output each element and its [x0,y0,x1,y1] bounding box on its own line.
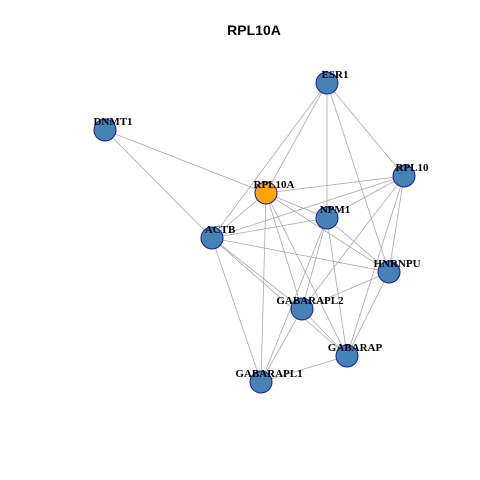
node-label-actb: ACTB [205,224,236,236]
edge-hnrnpu-gabarap [346,271,390,357]
edge-rpl10-actb [211,175,405,239]
edge-actb-gabarapl2 [211,237,303,310]
node-actb: ACTB [200,224,236,250]
node-esr1: ESR1 [315,69,349,95]
edge-rpl10a-gabarapl1 [260,192,267,383]
edge-rpl10a-actb [211,192,267,239]
node-rpl10: RPL10 [392,162,430,188]
node-circle-hnrnpu [377,260,401,284]
node-label-rpl10a: RPL10A [254,179,295,191]
node-rpl10a: RPL10A [254,179,295,205]
node-circle-actb [200,226,224,250]
edge-actb-gabarapl1 [211,237,262,383]
node-label-rpl10: RPL10 [396,162,430,174]
node-hnrnpu: HNRNPU [373,258,421,284]
edge-rpl10a-gabarapl2 [265,192,303,310]
node-circle-npm1 [315,206,339,230]
edge-actb-gabarap [211,237,348,357]
edge-rpl10-npm1 [326,175,405,219]
edge-dnmt1-rpl10a [104,129,267,194]
edge-esr1-rpl10a [265,82,328,194]
edge-hnrnpu-gabarapl2 [301,271,390,310]
edge-esr1-rpl10 [326,82,405,177]
node-gabarap: GABARAP [328,342,383,368]
edge-gabarapl2-gabarapl1 [260,308,303,383]
node-circle-rpl10a [254,181,278,205]
edge-esr1-hnrnpu [326,82,390,273]
node-circle-gabarapl2 [290,297,314,321]
edge-rpl10a-rpl10 [265,175,405,194]
edge-npm1-gabarap [326,217,348,357]
edge-rpl10-gabarap [346,175,405,357]
node-label-npm1: NPM1 [320,204,351,216]
edge-rpl10a-hnrnpu [265,192,390,273]
edge-npm1-gabarapl1 [260,217,328,383]
edge-actb-hnrnpu [211,237,390,273]
node-circle-gabarapl1 [249,370,273,394]
node-label-dnmt1: DNMT1 [93,116,132,128]
edge-layer [104,82,405,383]
node-dnmt1: DNMT1 [93,116,133,142]
diagram-title: RPL10A [227,22,281,38]
node-label-esr1: ESR1 [322,69,349,81]
node-circle-rpl10 [392,164,416,188]
node-circle-dnmt1 [93,118,117,142]
node-label-gabarapl1: GABARAPL1 [235,368,302,380]
edge-esr1-actb [211,82,328,239]
edge-rpl10-hnrnpu [388,175,405,273]
edge-npm1-gabarapl2 [301,217,328,310]
edge-npm1-actb [211,217,328,239]
node-gabarapl2: GABARAPL2 [276,295,344,321]
edge-rpl10-gabarapl2 [301,175,405,310]
node-label-hnrnpu: HNRNPU [373,258,420,270]
node-npm1: NPM1 [315,204,351,230]
node-gabarapl1: GABARAPL1 [235,368,303,394]
node-circle-esr1 [315,71,339,95]
node-label-gabarapl2: GABARAPL2 [276,295,344,307]
edge-rpl10a-gabarap [265,192,348,357]
edge-npm1-hnrnpu [326,217,390,273]
edge-gabarap-gabarapl1 [260,355,348,383]
node-circle-gabarap [335,344,359,368]
edge-dnmt1-actb [104,129,213,239]
node-label-gabarap: GABARAP [328,342,383,354]
